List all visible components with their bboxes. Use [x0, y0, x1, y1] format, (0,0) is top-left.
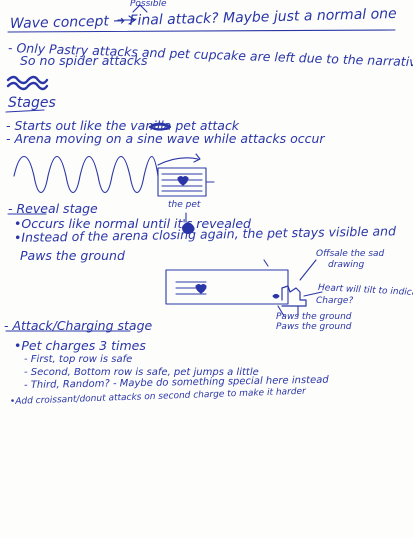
attack-bullet-1: •Pet charges 3 times: [14, 338, 146, 353]
tick-mark: [263, 259, 269, 267]
wave-arena-arrow: [157, 153, 201, 166]
note-drawing: drawing: [328, 260, 365, 270]
reveal-bullet-1: •Occurs like normal until it's revealed: [14, 216, 251, 231]
tilt-arrow: [303, 291, 323, 297]
note-paws-2: Paws the ground: [276, 322, 352, 332]
sine-wave: [13, 155, 159, 194]
sad-arrow: [299, 259, 317, 281]
title-underline: [7, 29, 396, 33]
attack-first: - First, top row is safe: [24, 354, 133, 365]
note-charge: Charge?: [316, 296, 354, 306]
title-arrow: [117, 15, 136, 25]
pet-drawing: [281, 285, 307, 307]
wave-arena-heart: [177, 175, 189, 186]
paws-arrow: [277, 305, 285, 317]
attack-heading: - Attack/Charging stage: [4, 318, 153, 333]
title-insert: Possible: [130, 0, 167, 9]
intro-line-2: So no spider attacks: [20, 53, 148, 68]
reveal-arena-box: [165, 269, 289, 305]
reveal-heading: - Reveal stage: [8, 201, 98, 216]
the-pet-label: the pet: [168, 200, 201, 210]
attack-second: - Second, Bottom row is safe, pet jumps …: [24, 367, 259, 378]
scribble-mark: [6, 75, 49, 91]
reveal-bullet-2-cont: Paws the ground: [20, 248, 125, 263]
scribble-blob: [148, 122, 172, 131]
reveal-arena-heart: [195, 283, 207, 294]
note-sad: Offsale the sad: [316, 249, 385, 259]
pet-drawing-dots: [272, 293, 280, 299]
pet-blob: [181, 222, 195, 235]
stages-arena: - Arena moving on a sine wave while atta…: [6, 131, 325, 146]
insert-caret: [132, 4, 148, 13]
note-paws-1: Paws the ground: [276, 312, 352, 322]
stages-underline: [5, 109, 45, 113]
stages-heading: Stages: [8, 95, 56, 111]
stages-start: - Starts out like the vanilla pet attack: [6, 118, 240, 133]
